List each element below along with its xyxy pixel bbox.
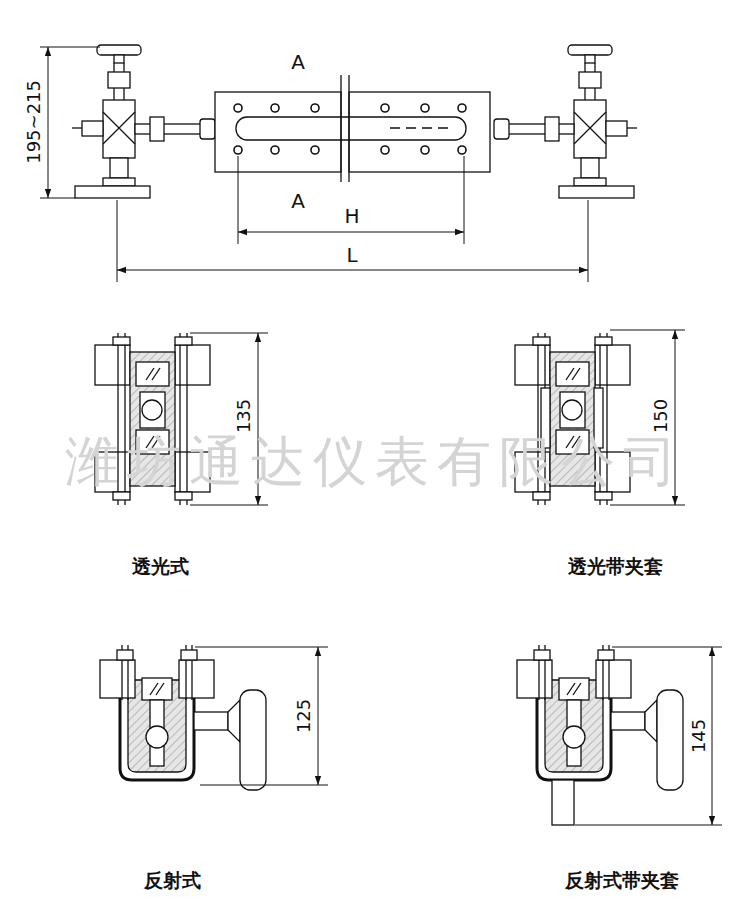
watermark: 潍坊通达仪表有限公司 bbox=[65, 432, 685, 491]
dimension-label: 195~215 bbox=[24, 80, 44, 164]
dimension-label: H bbox=[344, 205, 359, 227]
section-mark: A bbox=[291, 51, 305, 73]
view-caption: 反射式 bbox=[144, 870, 201, 891]
view-caption: 反射式带夹套 bbox=[565, 870, 679, 891]
view-caption: 透光带夹套 bbox=[568, 556, 663, 577]
dimension-label: 125 bbox=[294, 699, 314, 733]
view-caption: 透光式 bbox=[132, 556, 189, 577]
dimension-label: 135 bbox=[234, 399, 254, 433]
dimension-label: L bbox=[346, 244, 357, 266]
dimension-label: 145 bbox=[689, 719, 709, 753]
section-mark: A bbox=[291, 190, 305, 212]
dimension-label: 150 bbox=[651, 399, 671, 433]
